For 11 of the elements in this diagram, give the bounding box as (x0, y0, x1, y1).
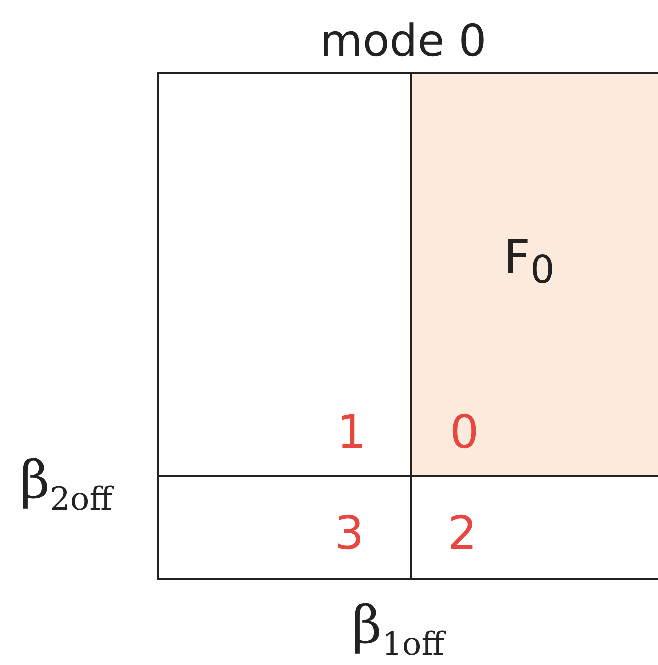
region-number: 3 (335, 510, 364, 556)
function-label: F$_{0}$ (504, 234, 555, 291)
axis-label: β$_{2off}$ (20, 455, 112, 515)
region-number: 2 (448, 510, 478, 556)
axis-label: β$_{1off}$ (352, 600, 444, 660)
region-number: 1 (337, 409, 366, 455)
region (157, 475, 412, 580)
shaded-region (410, 72, 658, 477)
region-number: 0 (450, 409, 480, 455)
region (157, 72, 412, 477)
title: mode 0 (320, 20, 487, 64)
